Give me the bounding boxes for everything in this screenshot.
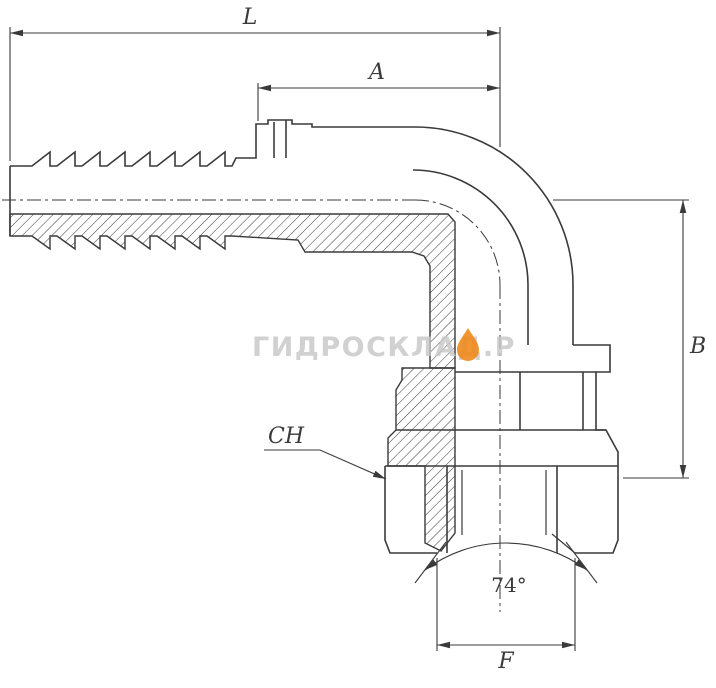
watermark: ГИДРОСКЛАД.Р (252, 328, 514, 363)
centerlines (2, 199, 501, 612)
dim-angle-label: 74° (491, 573, 526, 597)
dim-CH-leader (264, 449, 387, 480)
cone-line-left (414, 541, 447, 584)
dim-CH-label: CH (268, 424, 305, 449)
angle-arc (424, 542, 588, 571)
dimension-F (436, 558, 576, 651)
dim-F-label: F (497, 649, 514, 674)
dim-A-label: A (367, 60, 385, 85)
seat-cone-inner-right (551, 533, 576, 554)
water-drop-icon (457, 328, 479, 361)
cone-line-right (565, 541, 598, 584)
dimension-L (9, 27, 501, 161)
nut-left-edge (384, 466, 437, 554)
hose-barb-profile (10, 119, 574, 345)
dim-L-label: L (242, 5, 258, 30)
section-lower-wall (9, 213, 456, 369)
elbow-inner-silhouette (412, 169, 529, 345)
dimension-A (257, 83, 500, 121)
part-outline (9, 119, 619, 554)
section-nipple-wall (387, 367, 456, 552)
dimension-CH (264, 449, 387, 480)
dimension-cone-angle (414, 541, 598, 584)
nut-right-edge (575, 466, 619, 554)
dimension-B (553, 199, 689, 479)
dim-B-label: B (689, 334, 706, 359)
swivel-shoulder-right (573, 344, 619, 466)
